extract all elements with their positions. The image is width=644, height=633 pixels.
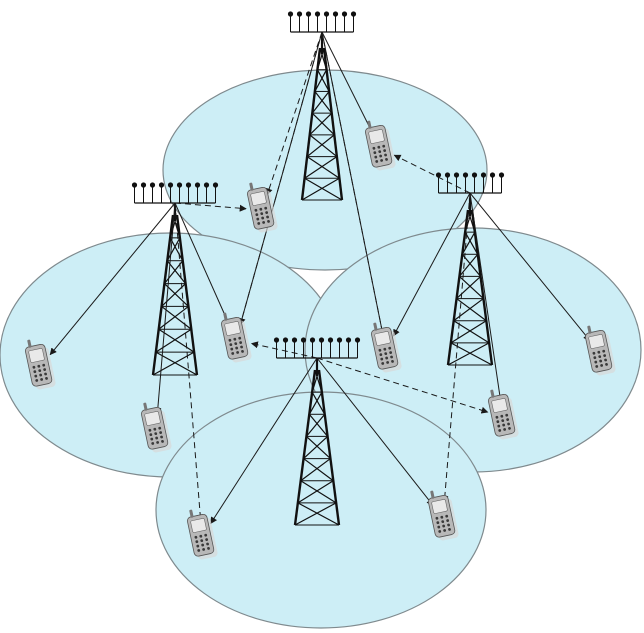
interference-link-tower-top-phone-center-right xyxy=(321,31,386,336)
interference-link-tower-top-phone-top-center xyxy=(265,31,323,196)
coverage-cells xyxy=(0,69,642,629)
interference-link-tower-top-phone-center-left xyxy=(238,31,323,326)
signal-link-tower-left-phone-left-far xyxy=(49,202,176,356)
tower-top xyxy=(287,11,357,201)
signal-link-tower-top-phone-top-right xyxy=(321,31,374,135)
phone-top-center-icon xyxy=(247,182,278,233)
phone-center-left-icon xyxy=(221,312,252,363)
tower-bottom xyxy=(273,337,361,526)
tower-top-antenna-array xyxy=(287,11,357,48)
tower-bottom-mast xyxy=(293,358,341,526)
phone-left-far-icon xyxy=(25,339,56,390)
signal-link-tower-left-phone-left-lower xyxy=(154,202,176,415)
signal-link-tower-left-phone-center-left xyxy=(174,202,231,327)
interference-link-tower-bottom-phone-center-left xyxy=(250,341,318,359)
tower-top-mast xyxy=(300,36,344,201)
phone-right-far-icon xyxy=(585,325,616,376)
phone-left-lower-icon xyxy=(141,402,172,453)
signal-link-tower-bottom-phone-bottom-left xyxy=(210,357,318,525)
device-group xyxy=(25,120,616,560)
tower-right xyxy=(435,172,505,366)
signal-link-tower-right-phone-right-far xyxy=(469,192,591,342)
tower-right-mast xyxy=(446,198,494,366)
phone-top-right-icon xyxy=(365,120,396,171)
signal-link-tower-right-phone-center-right xyxy=(393,192,471,337)
phone-center-right-icon xyxy=(371,322,402,373)
interference-link-tower-left-phone-bottom-left xyxy=(174,202,204,522)
phone-bottom-left-icon xyxy=(187,509,218,560)
tower-left xyxy=(131,182,219,376)
interference-link-tower-left-phone-top-center xyxy=(174,202,247,212)
tower-group xyxy=(131,11,505,526)
signal-link-tower-right-phone-right-lower xyxy=(469,192,504,402)
signal-link-tower-bottom-phone-bottom-right xyxy=(316,357,434,506)
phone-right-lower-icon xyxy=(488,389,519,440)
phone-bottom-right-icon xyxy=(428,490,459,541)
interference-link-tower-right-phone-top-right xyxy=(393,154,471,194)
interference-link-tower-right-phone-bottom-right xyxy=(441,192,471,503)
link-group xyxy=(49,31,591,525)
